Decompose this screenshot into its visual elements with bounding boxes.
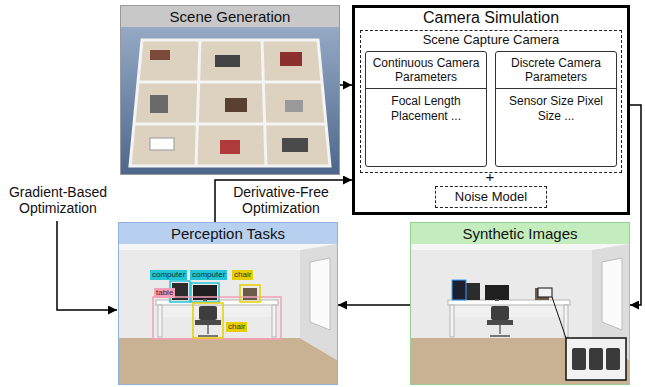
flow-arrow: [215, 180, 352, 222]
parameter-box: Continuous Camera ParametersFocal Length…: [365, 51, 487, 167]
synthetic-room-image: [572, 348, 586, 370]
scene-capture-camera-box: Scene Capture CameraContinuous Camera Pa…: [360, 30, 622, 173]
synthetic-room-image: [411, 244, 629, 384]
floorplan-render: [121, 27, 339, 174]
parameter-heading: Discrete Camera Parameters: [496, 52, 616, 88]
flow-arrow: [338, 304, 410, 306]
flow-arrow: [340, 84, 352, 86]
floorplan-render: [220, 140, 240, 154]
parameter-list: Focal Length Placement ...: [366, 88, 486, 166]
floorplan-render: [150, 50, 170, 60]
box-title: Scene Capture Camera: [361, 31, 621, 48]
floorplan-render: [150, 138, 174, 150]
floorplan-render: [130, 40, 330, 166]
synthetic-room-image: [411, 244, 629, 384]
floorplan-render: [225, 98, 247, 112]
perception-tasks-panel: Perception Tasks: [118, 222, 338, 385]
detection-label: table: [154, 288, 175, 298]
panel-title: Synthetic Images: [411, 223, 629, 244]
detection-label: chair: [226, 322, 247, 332]
floorplan-render: [138, 81, 322, 84]
floorplan-render: [280, 52, 302, 66]
floorplan-render: [285, 100, 303, 112]
box-title: Noise Model: [436, 187, 546, 207]
synthetic-room-image: [566, 338, 626, 380]
edge-label: Derivative-Free Optimization: [222, 184, 340, 216]
parameter-heading: Continuous Camera Parameters: [366, 52, 486, 88]
synthetic-room-image: [452, 280, 466, 300]
floorplan-render: [215, 55, 240, 67]
synthetic-images-panel: Synthetic Images: [410, 222, 630, 385]
noise-model-box: Noise Model: [435, 186, 547, 208]
plus-sign: +: [484, 169, 496, 184]
perception-room-image: [119, 244, 337, 384]
synthetic-room-image: [589, 348, 603, 370]
floorplan-render: [121, 27, 339, 174]
floorplan-render: [134, 123, 326, 126]
panel-title: Scene Generation: [121, 6, 339, 27]
floorplan-render: [262, 40, 266, 166]
synthetic-room-image: [552, 297, 566, 338]
floorplan-render: [282, 138, 308, 152]
perception-room-image: [240, 285, 260, 302]
detection-label: computer: [150, 270, 187, 280]
panel-title: Perception Tasks: [119, 223, 337, 244]
leader-arrow: [57, 221, 117, 310]
perception-room-image: [193, 303, 223, 338]
parameter-box: Discrete Camera ParametersSensor Size Pi…: [495, 51, 617, 167]
perception-room-image: [153, 297, 281, 339]
box-title: Camera Simulation: [355, 8, 627, 27]
perception-room-image: [119, 244, 337, 384]
synthetic-room-image: [606, 348, 620, 370]
flow-arrow: [630, 105, 641, 305]
scene-generation-panel: Scene Generation: [120, 5, 340, 175]
detection-label: chair: [232, 270, 253, 280]
perception-room-image: [191, 283, 219, 302]
synthetic-room-image: [538, 288, 552, 297]
floorplan-render: [150, 95, 168, 113]
detection-label: computer: [190, 270, 227, 280]
floorplan-render: [196, 40, 200, 166]
parameter-list: Sensor Size Pixel Size ...: [496, 88, 616, 166]
optimization-label: Gradient-Based Optimization: [2, 184, 114, 216]
